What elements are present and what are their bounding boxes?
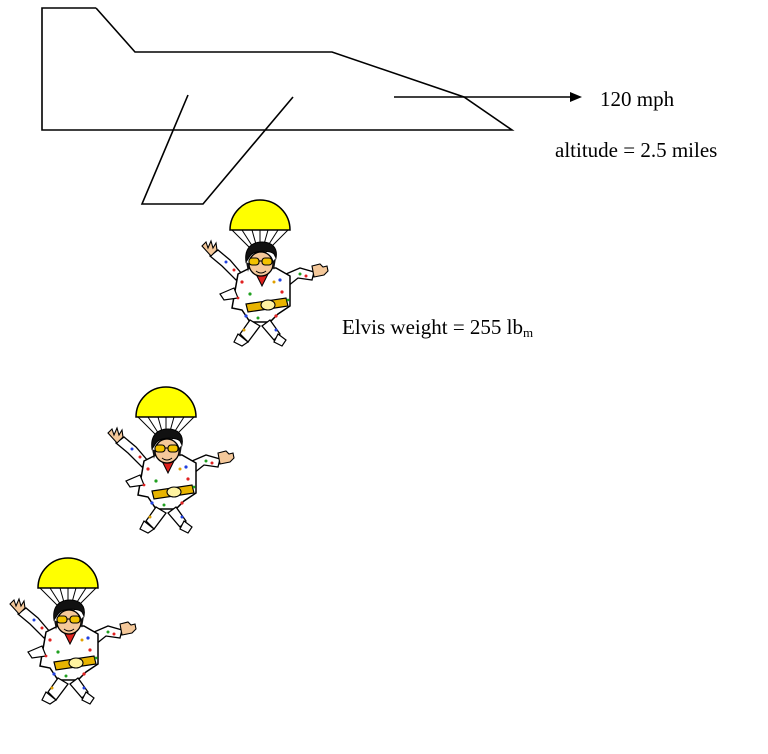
weight-unit-subscript: m	[523, 325, 534, 340]
parachuting-elvis-icon	[201, 199, 329, 347]
parachuting-elvis-icon	[107, 386, 235, 534]
elvis-weight-label: Elvis weight = 255 lbm	[342, 315, 534, 340]
airplane-fuselage	[41, 7, 515, 131]
velocity-arrow-icon	[394, 92, 582, 102]
airplane-outline-icon	[41, 7, 515, 205]
parachuting-elvis-icon	[9, 557, 137, 705]
airplane-wing	[140, 94, 294, 205]
speed-label: 120 mph	[600, 87, 675, 111]
elvis-weight-text: Elvis weight = 255 lb	[342, 315, 524, 339]
altitude-label: altitude = 2.5 miles	[555, 138, 718, 162]
